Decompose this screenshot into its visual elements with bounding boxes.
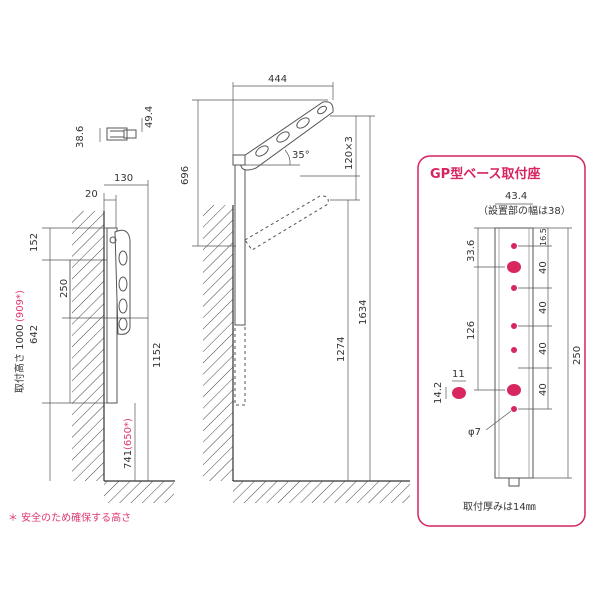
mount-height-label: 取付高さ 1000 bbox=[13, 324, 26, 393]
right-floor-hatch bbox=[233, 481, 410, 503]
round-hole bbox=[511, 347, 517, 353]
mount-thickness: 取付厚みは14㎜ bbox=[463, 500, 536, 513]
slot-hole bbox=[507, 384, 521, 396]
dim-696: 696 bbox=[180, 166, 191, 185]
panel-width: 43.4 bbox=[505, 191, 527, 202]
dim-33-6: 33.6 bbox=[466, 240, 477, 262]
dim-126: 126 bbox=[466, 321, 477, 340]
left-floor-hatch bbox=[104, 481, 174, 503]
dim-40-c: 40 bbox=[538, 342, 549, 355]
dim-444: 444 bbox=[268, 74, 287, 85]
dim-1274: 1274 bbox=[336, 337, 347, 362]
right-arm-raised bbox=[237, 101, 334, 171]
dim-11: 11 bbox=[452, 369, 465, 380]
dim-40-d: 40 bbox=[538, 383, 549, 396]
small-dim-height: 49.4 bbox=[144, 106, 155, 128]
round-hole bbox=[511, 285, 517, 291]
round-hole bbox=[511, 243, 517, 249]
dim-741-alt: (650*) bbox=[123, 418, 134, 450]
left-arm-folded bbox=[114, 229, 131, 335]
round-hole bbox=[511, 323, 517, 329]
round-hole bbox=[511, 406, 517, 412]
dim-1634: 1634 bbox=[358, 300, 369, 325]
right-pole bbox=[234, 159, 246, 326]
left-elevation-view: 130 20 152 250 642 1152 741 (650*) 取付高さ … bbox=[13, 173, 175, 503]
slot-hole bbox=[507, 261, 521, 273]
gp-base-panel: GP型ベース取付座 43.4 （設置部の幅は38） 11 14.2 φ7 33.… bbox=[417, 155, 586, 527]
dim-20: 20 bbox=[85, 189, 98, 200]
dim-250-panel: 250 bbox=[572, 346, 583, 365]
right-wall-hatch bbox=[203, 205, 233, 481]
small-bracket-view: 38.6 49.4 bbox=[75, 106, 155, 148]
mount-height-alt: (909*) bbox=[15, 290, 26, 322]
hole-diameter: φ7 bbox=[468, 427, 481, 438]
dim-120x3: 120×3 bbox=[344, 136, 355, 170]
angle-35: 35° bbox=[292, 150, 310, 161]
panel-title: GP型ベース取付座 bbox=[430, 166, 541, 182]
small-dim-width: 38.6 bbox=[75, 126, 86, 148]
dim-40-a: 40 bbox=[538, 261, 549, 274]
footnote: ＊ 安全のため確保する高さ bbox=[8, 511, 131, 524]
dim-40-b: 40 bbox=[538, 301, 549, 314]
dim-152: 152 bbox=[29, 233, 40, 252]
dim-642: 642 bbox=[29, 325, 40, 344]
dim-130: 130 bbox=[114, 173, 133, 184]
dim-14-2: 14.2 bbox=[433, 382, 444, 404]
right-elevation-view: 35° 444 696 120×3 1274 1634 bbox=[180, 74, 410, 503]
panel-width-note: （設置部の幅は38） bbox=[478, 204, 571, 217]
dim-250: 250 bbox=[59, 279, 70, 298]
slot-detail bbox=[452, 387, 466, 399]
dim-1152: 1152 bbox=[152, 343, 163, 368]
left-wall-hatch bbox=[72, 211, 104, 481]
right-arm-lowered bbox=[244, 195, 329, 251]
dim-741: 741 bbox=[123, 450, 134, 469]
dim-16-5: 16.5 bbox=[539, 228, 548, 246]
